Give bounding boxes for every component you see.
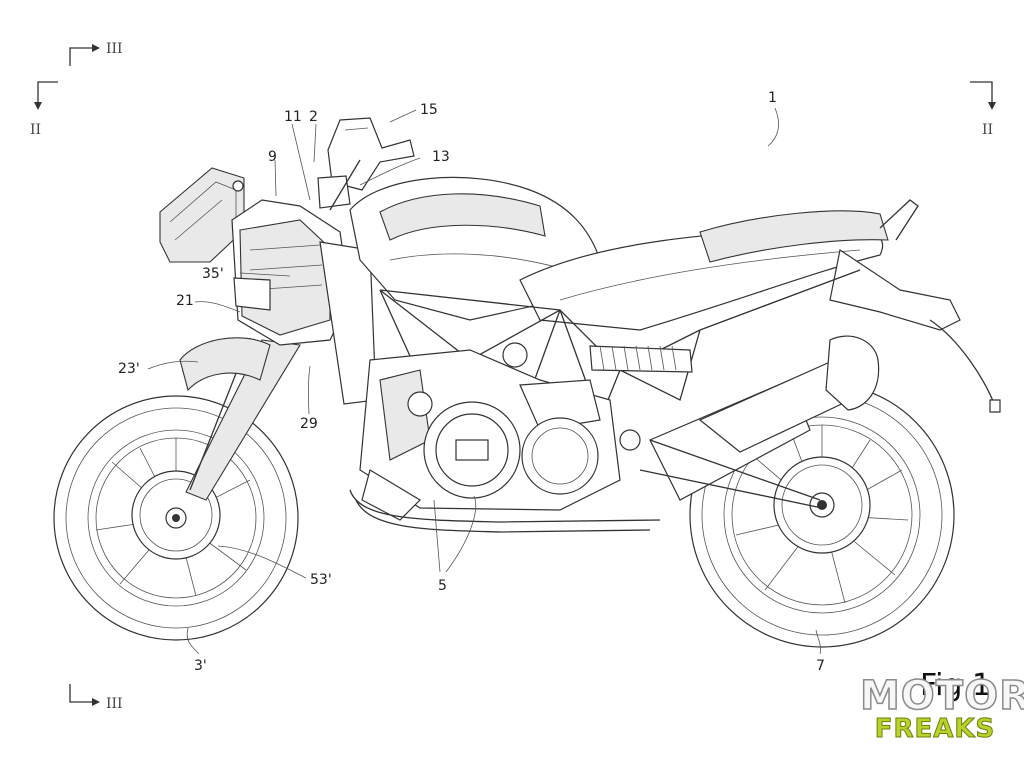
- rear-shock: [589, 345, 693, 373]
- callout-labels: 1 2 11 15 13 9 35' 21 23' 29 5 53' 3' 7: [118, 90, 825, 674]
- section-mark-bottom-left: III: [69, 684, 123, 712]
- section-mark-left: II: [30, 81, 58, 138]
- callout-15: 15: [420, 102, 438, 118]
- callout-35: 35': [202, 266, 224, 282]
- watermark-logo: MOTOR FREAKS: [859, 673, 1024, 754]
- callout-23: 23': [118, 361, 140, 377]
- callout-11: 11: [284, 109, 302, 125]
- callout-1: 1: [768, 90, 777, 106]
- steering-head: [231, 199, 377, 405]
- section-mark-top-left: III: [69, 41, 123, 66]
- svg-text:II: II: [30, 122, 41, 138]
- watermark-line-2: FREAKS: [874, 714, 996, 745]
- leader-lines: [147, 107, 821, 655]
- front-wheel: [53, 395, 299, 641]
- callout-29: 29: [300, 416, 318, 432]
- callout-5: 5: [438, 578, 447, 594]
- tail-section: [829, 199, 1001, 413]
- callout-7: 7: [816, 658, 825, 674]
- callout-21: 21: [176, 293, 194, 309]
- callout-3: 3': [194, 658, 207, 674]
- seat: [519, 210, 889, 331]
- callout-13: 13: [432, 149, 450, 165]
- callout-9: 9: [268, 149, 277, 165]
- callout-53: 53': [310, 572, 332, 588]
- section-mark-right: II: [970, 81, 996, 138]
- svg-text:II: II: [982, 122, 993, 138]
- svg-text:III: III: [106, 696, 123, 712]
- watermark-line-1: MOTOR: [859, 673, 1024, 719]
- callout-2: 2: [309, 109, 318, 125]
- headlight: [159, 167, 245, 263]
- front-fork: [179, 337, 301, 501]
- handlebar: [317, 117, 415, 211]
- exhaust-system: [349, 335, 880, 533]
- svg-text:III: III: [106, 41, 123, 57]
- figure-title: Fig 1: [920, 668, 992, 703]
- engine: [359, 342, 641, 521]
